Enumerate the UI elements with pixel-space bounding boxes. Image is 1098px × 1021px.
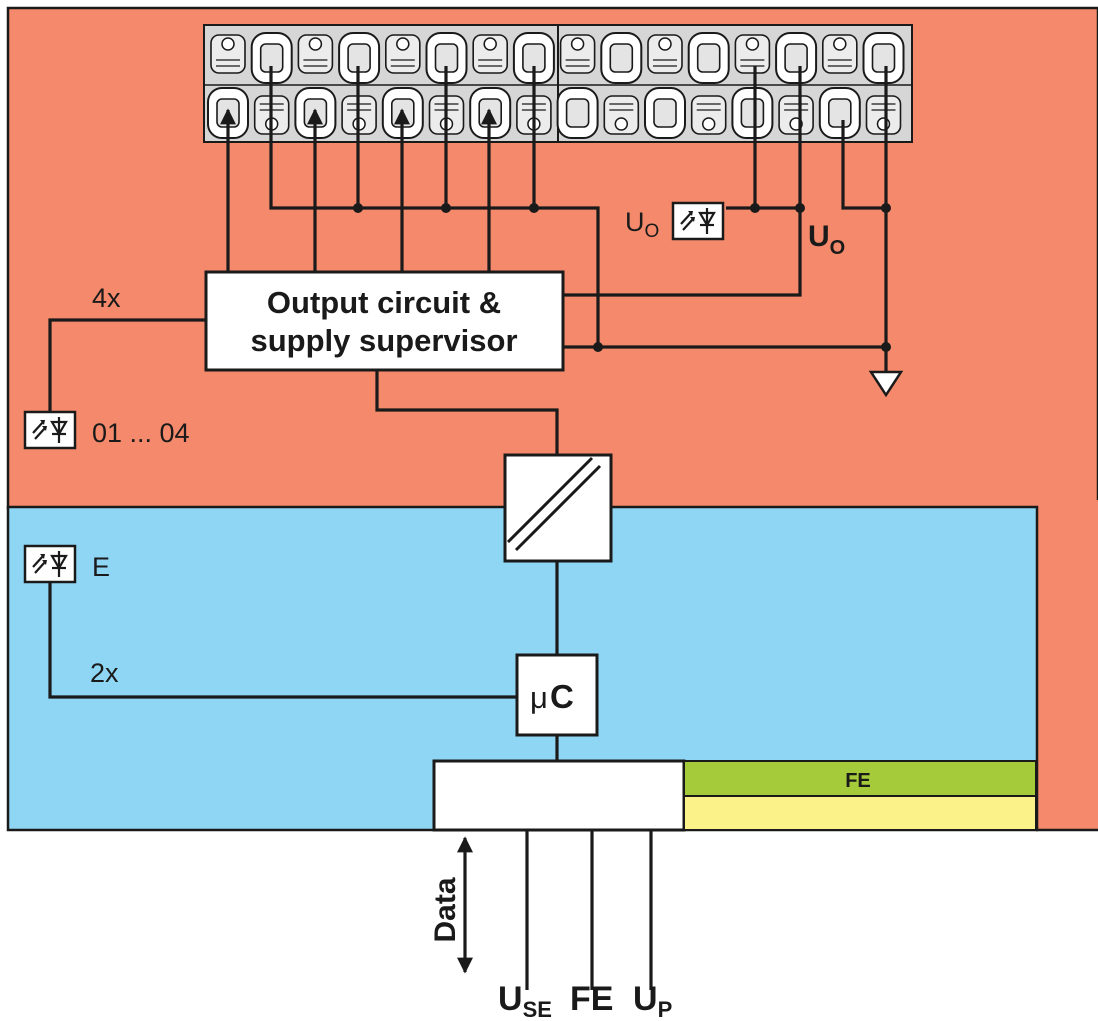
count-2x-label: 2x [90, 658, 119, 688]
up-label: UP [633, 980, 672, 1021]
output-circuit-block [204, 270, 565, 372]
output-block-line1: Output circuit & [267, 285, 501, 320]
junction-dots [353, 203, 891, 352]
fe-band [683, 760, 1037, 797]
led-error-label: E [92, 552, 110, 582]
up-band [683, 795, 1037, 831]
led-icon [23, 410, 77, 450]
led-icon [671, 201, 725, 241]
ground-icon [868, 370, 904, 398]
output-block-line2: supply supervisor [250, 323, 517, 358]
dc-dc-converter-icon [503, 453, 613, 563]
uo-led-label: UO [625, 207, 659, 242]
led-icon [23, 544, 77, 584]
data-label: Data [429, 877, 462, 942]
micro-mu: μ [530, 680, 548, 715]
output-zone-right-strip [1036, 500, 1098, 830]
led-channels-label: 01 ... 04 [92, 418, 190, 448]
fe-band-label: FE [845, 770, 871, 792]
terminal-clamp-icon [207, 32, 905, 139]
fe-label: FE [570, 980, 613, 1018]
uo-rail-label: UO [808, 220, 845, 259]
microcontroller-block [515, 653, 599, 737]
micro-c: C [550, 678, 574, 715]
wiring [48, 66, 888, 990]
channels-4x-label: 4x [92, 283, 121, 313]
bus-connector [432, 759, 686, 832]
terminal-strip [203, 24, 913, 143]
use-label: USE [498, 980, 552, 1021]
